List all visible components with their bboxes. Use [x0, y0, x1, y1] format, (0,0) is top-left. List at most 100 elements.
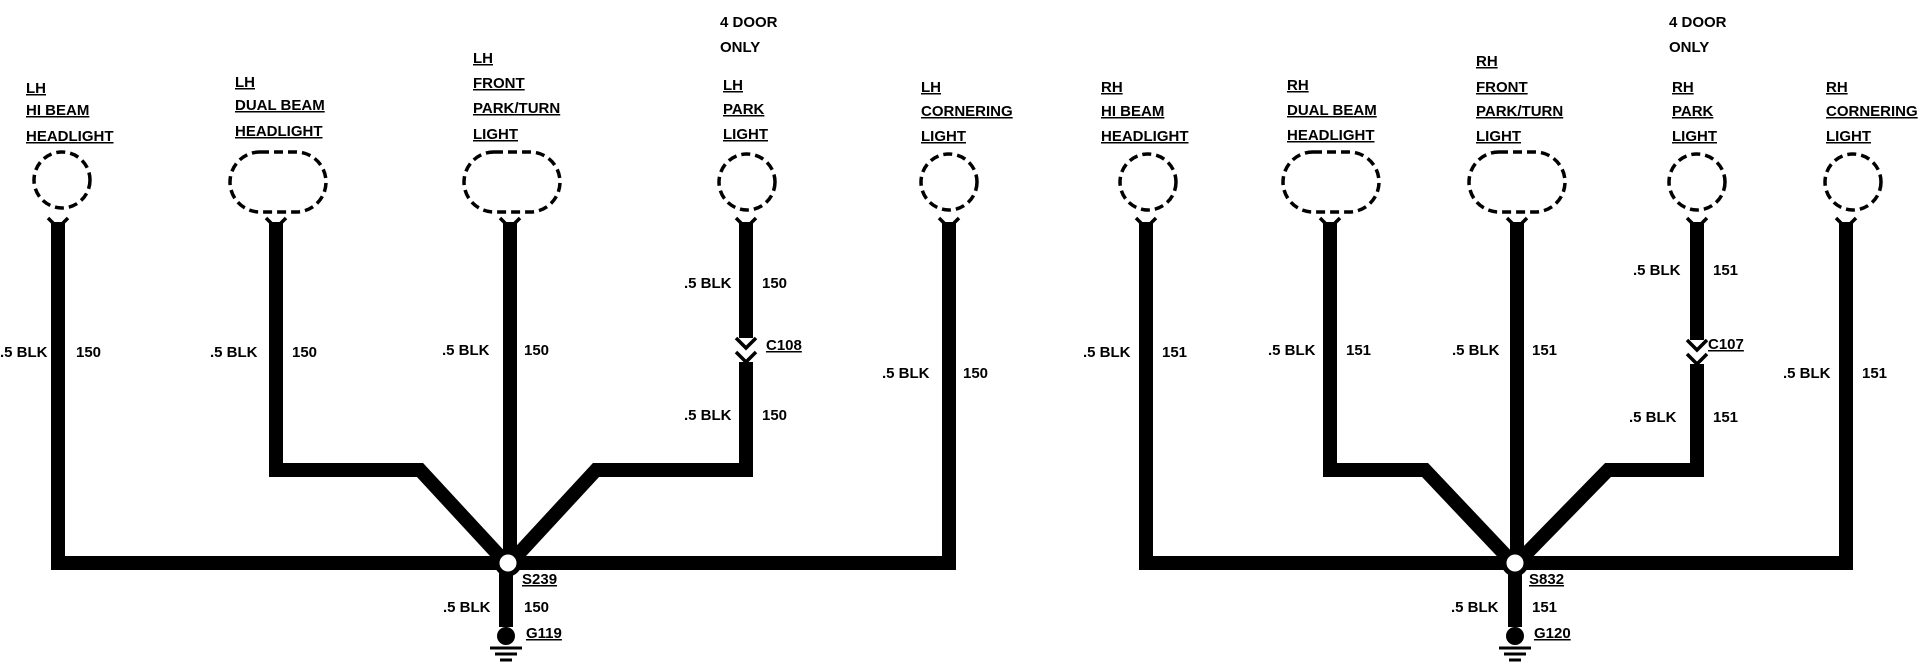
lh-wires — [51, 222, 956, 627]
lh-ground-wire-circuit: 150 — [524, 599, 549, 616]
lh-dual-beam-wire-color: .5 BLK — [210, 344, 258, 361]
lh-dual-beam-label-3: HEADLIGHT — [235, 123, 323, 140]
lh-cornering-wire-color: .5 BLK — [882, 365, 930, 382]
lh-component-labels: LH HI BEAM HEADLIGHT LH DUAL BEAM HEADLI… — [26, 14, 1013, 145]
lh-hi-beam-label-3: HEADLIGHT — [26, 128, 114, 145]
lh-ground-symbol — [490, 627, 522, 662]
rh-component-labels: RH HI BEAM HEADLIGHT RH DUAL BEAM HEADLI… — [1101, 14, 1918, 145]
lh-connector-c108-label: C108 — [766, 337, 802, 354]
lh-park-turn-label-3: PARK/TURN — [473, 100, 560, 117]
rh-park-light-lamp — [1667, 152, 1727, 212]
rh-dual-beam-label-2: DUAL BEAM — [1287, 102, 1377, 119]
rh-note-only: ONLY — [1669, 39, 1709, 56]
lh-cornering-light-lamp — [919, 152, 979, 212]
lh-hi-beam-headlight-lamp — [32, 150, 92, 210]
lh-wire-labels: .5 BLK 150 .5 BLK 150 .5 BLK 150 .5 BLK … — [0, 275, 988, 642]
lh-hi-beam-wire-color: .5 BLK — [0, 344, 48, 361]
rh-ground-symbol — [1499, 627, 1531, 662]
rh-cornering-wire-circuit: 151 — [1862, 365, 1887, 382]
rh-hi-beam-label-3: HEADLIGHT — [1101, 128, 1189, 145]
rh-splice-s832-label: S832 — [1529, 571, 1564, 588]
rh-park-turn-wire-circuit: 151 — [1532, 342, 1557, 359]
rh-park-label-2: PARK — [1672, 103, 1714, 120]
rh-hi-beam-wire-circuit: 151 — [1162, 344, 1187, 361]
lh-park-label-2: PARK — [723, 101, 765, 118]
lh-park-label-3: LIGHT — [723, 126, 768, 143]
lh-park-lower-wire-circuit: 150 — [762, 407, 787, 424]
lh-dual-beam-headlight-lamp — [228, 150, 328, 214]
rh-ground-wire-circuit: 151 — [1532, 599, 1557, 616]
rh-terminals — [1134, 216, 1858, 367]
lh-ground-g119-label: G119 — [526, 625, 562, 642]
lh-dual-beam-wire — [269, 222, 512, 568]
lh-park-turn-label-1: LH — [473, 50, 493, 67]
rh-park-label-3: LIGHT — [1672, 128, 1717, 145]
lh-lamps — [32, 150, 979, 214]
lh-hi-beam-label-2: HI BEAM — [26, 102, 89, 119]
rh-note-4-door: 4 DOOR — [1669, 14, 1727, 31]
lh-splice-node — [494, 549, 522, 577]
lh-park-label-1: LH — [723, 77, 743, 94]
rh-ground-g120-label: G120 — [1534, 625, 1571, 642]
rh-dual-beam-label-3: HEADLIGHT — [1287, 127, 1375, 144]
lh-park-light-lamp — [717, 152, 777, 212]
lh-park-lower-wire — [504, 362, 753, 568]
rh-dual-beam-wire-circuit: 151 — [1346, 342, 1371, 359]
lh-park-turn-wire-circuit: 150 — [524, 342, 549, 359]
lh-dual-beam-wire-circuit: 150 — [292, 344, 317, 361]
rh-splice-node — [1501, 549, 1529, 577]
rh-ground-wire-color: .5 BLK — [1451, 599, 1499, 616]
lh-note-only: ONLY — [720, 39, 760, 56]
lh-connector-c108-symbol — [734, 336, 758, 351]
rh-park-turn-wire-color: .5 BLK — [1452, 342, 1500, 359]
lh-cornering-wire — [506, 222, 956, 570]
rh-cornering-label-1: RH — [1826, 79, 1848, 96]
rh-connector-c107-symbol — [1685, 338, 1709, 353]
rh-park-turn-label-1: RH — [1476, 53, 1498, 70]
rh-hi-beam-label-1: RH — [1101, 79, 1123, 96]
rh-park-turn-label-4: LIGHT — [1476, 128, 1521, 145]
lh-splice-s239-label: S239 — [522, 571, 557, 588]
rh-park-label-1: RH — [1672, 79, 1694, 96]
lh-hi-beam-wire-circuit: 150 — [76, 344, 101, 361]
rh-hi-beam-headlight-lamp — [1118, 152, 1178, 212]
lh-park-turn-label-2: FRONT — [473, 75, 525, 92]
lh-ground-circuit: LH HI BEAM HEADLIGHT LH DUAL BEAM HEADLI… — [0, 14, 1013, 662]
rh-hi-beam-label-2: HI BEAM — [1101, 103, 1164, 120]
lh-dual-beam-label-2: DUAL BEAM — [235, 97, 325, 114]
rh-park-lower-wire-color: .5 BLK — [1629, 409, 1677, 426]
lh-park-turn-label-4: LIGHT — [473, 126, 518, 143]
lh-terminals — [46, 216, 961, 365]
rh-cornering-wire-color: .5 BLK — [1783, 365, 1831, 382]
lh-dual-beam-label-1: LH — [235, 74, 255, 91]
rh-park-turn-label-3: PARK/TURN — [1476, 103, 1563, 120]
rh-cornering-label-2: CORNERING — [1826, 103, 1918, 120]
rh-dual-beam-label-1: RH — [1287, 77, 1309, 94]
rh-dual-beam-wire — [1323, 222, 1519, 568]
lh-cornering-label-3: LIGHT — [921, 128, 966, 145]
rh-hi-beam-wire — [1139, 222, 1513, 570]
lh-hi-beam-label-1: LH — [26, 80, 46, 97]
rh-hi-beam-wire-color: .5 BLK — [1083, 344, 1131, 361]
rh-lamps — [1118, 150, 1883, 214]
rh-connector-c107-label: C107 — [1708, 336, 1744, 353]
rh-park-lower-wire-circuit: 151 — [1713, 409, 1738, 426]
rh-park-turn-label-2: FRONT — [1476, 79, 1528, 96]
rh-cornering-wire — [1513, 222, 1853, 570]
lh-park-turn-wire-color: .5 BLK — [442, 342, 490, 359]
lh-ground-wire-color: .5 BLK — [443, 599, 491, 616]
rh-ground-circuit: RH HI BEAM HEADLIGHT RH DUAL BEAM HEADLI… — [1083, 14, 1918, 662]
rh-dual-beam-wire-color: .5 BLK — [1268, 342, 1316, 359]
rh-park-upper-wire-color: .5 BLK — [1633, 262, 1681, 279]
rh-park-lower-wire — [1511, 364, 1704, 568]
lh-cornering-label-2: CORNERING — [921, 103, 1013, 120]
lh-cornering-label-1: LH — [921, 79, 941, 96]
lh-park-upper-wire-circuit: 150 — [762, 275, 787, 292]
rh-wires — [1139, 222, 1853, 627]
lh-hi-beam-wire — [51, 222, 506, 570]
lh-park-lower-wire-color: .5 BLK — [684, 407, 732, 424]
rh-cornering-light-lamp — [1823, 152, 1883, 212]
rh-park-upper-wire-circuit: 151 — [1713, 262, 1738, 279]
lh-park-upper-wire-color: .5 BLK — [684, 275, 732, 292]
